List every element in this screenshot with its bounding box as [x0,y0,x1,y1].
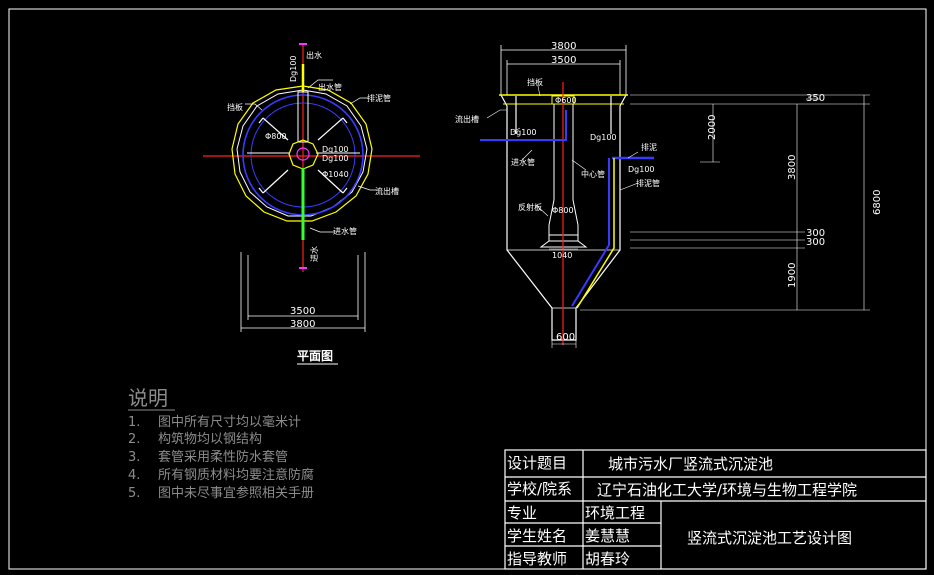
notes-item-text: 构筑物均以钢结构 [158,431,262,447]
section-label-reflector: 反射板 [518,202,542,212]
tb-student-value: 姜慧慧 [585,527,630,545]
notes-item-text: 图中所有尺寸均以毫米计 [158,414,301,430]
plan-label-outlet-pipe: 出水管 [318,82,342,92]
section-dim-350: 350 [806,93,825,104]
tb-school-label: 学校/院系 [507,480,572,498]
notes-item-num: 4. [128,468,140,483]
plan-label-dg100-vertical: Dg100 [289,55,298,82]
notes-item-num: 5. [128,486,140,501]
plan-title: 平面图 [297,349,333,363]
section-dim-2000: 2000 [707,115,718,140]
plan-view: 出水 Dg100 出水管 挡板 排泥管 Φ800 Dg100 Dg100 Φ10… [203,43,420,365]
notes-item-text: 所有钢质材料均要注意防腐 [158,467,314,483]
plan-radial-plates [258,117,348,194]
section-reflector [539,240,588,248]
section-dim-3800: 3800 [787,155,798,180]
section-dim-300a: 300 [806,228,825,239]
title-block: 设计题目 城市污水厂竖流式沉淀池 学校/院系 辽宁石油化工大学/环境与生物工程学… [504,449,927,570]
plan-label-outlet-top: 出水 [306,50,322,60]
plan-label-weir: 流出槽 [375,186,399,196]
plan-label-dg100-a: Dg100 [322,145,349,154]
tb-design-topic-value: 城市污水厂竖流式沉淀池 [608,455,773,473]
section-label-sludge-pipe: 排泥管 [636,178,660,188]
drawing-frame [8,8,927,570]
plan-dim-inner: 3500 [290,306,315,317]
section-sludge-pipe-blue [571,158,610,307]
section-dim-pipe-600: Φ600 [555,96,577,105]
tb-drawing-title: 竖流式沉淀池工艺设计图 [687,529,852,547]
section-label-dg100-left: Dg100 [510,128,537,137]
plan-outer-wall [231,85,373,222]
notes-item-num: 3. [128,450,140,465]
plan-label-baffle: 挡板 [227,102,243,112]
notes-item-text: 图中未尽事宜参照相关手册 [158,485,314,501]
plan-label-sludge-pipe: 排泥管 [367,93,391,103]
plan-label-dg100-b: Dg100 [322,154,349,163]
section-dim-300b: 300 [806,237,825,248]
section-dim-top-outer: 3800 [551,41,576,52]
section-dim-reflector-800: Φ800 [552,206,574,215]
plan-dimensions [240,252,366,332]
section-dim-1900: 1900 [787,263,798,288]
plan-label-inlet-bottom: 进水 [309,246,319,262]
notes-item-text: 套管采用柔性防水套管 [158,449,288,465]
section-label-inlet-pipe: 进水管 [511,157,535,167]
section-label-baffle: 挡板 [527,77,543,87]
section-dim-base-600: 600 [556,332,575,343]
tb-school-value: 辽宁石油化工大学/环境与生物工程学院 [597,481,857,499]
plan-label-d4800: Φ800 [265,132,287,141]
notes-item-num: 2. [128,432,140,447]
section-label-dg100-mid: Dg100 [590,133,617,142]
section-dim-bottom-1040: 1040 [552,251,572,260]
section-label-weir: 流出槽 [455,114,479,124]
section-label-dg100-right: Dg100 [628,165,655,174]
section-label-sludge: 排泥 [641,142,657,152]
plan-label-inlet-pipe: 进水管 [333,226,357,236]
section-view: 3800 3500 [455,41,883,348]
tb-major-value: 环境工程 [585,504,645,522]
section-tank-body [500,94,627,341]
plan-inner-wall [236,89,368,217]
section-label-center-pipe: 中心管 [581,169,605,179]
section-sludge-pipe-yellow [576,158,615,309]
section-dim-6800: 6800 [872,190,883,215]
tb-advisor-value: 胡春玲 [585,550,630,568]
notes-title: 说明 [128,386,168,410]
plan-dim-outer: 3800 [290,319,315,330]
section-dim-top-inner: 3500 [551,55,576,66]
tb-advisor-label: 指导教师 [507,550,567,568]
section-inlet-pipe [480,110,567,141]
notes-item-num: 1. [128,415,140,430]
tb-design-topic-label: 设计题目 [507,454,567,472]
tb-student-label: 学生姓名 [507,527,567,545]
plan-label-d1040: Φ1040 [322,170,349,179]
tb-major-label: 专业 [507,504,537,522]
notes: 说明 1. 图中所有尺寸均以毫米计 2. 构筑物均以钢结构 3. 套管采用柔性防… [128,386,314,501]
